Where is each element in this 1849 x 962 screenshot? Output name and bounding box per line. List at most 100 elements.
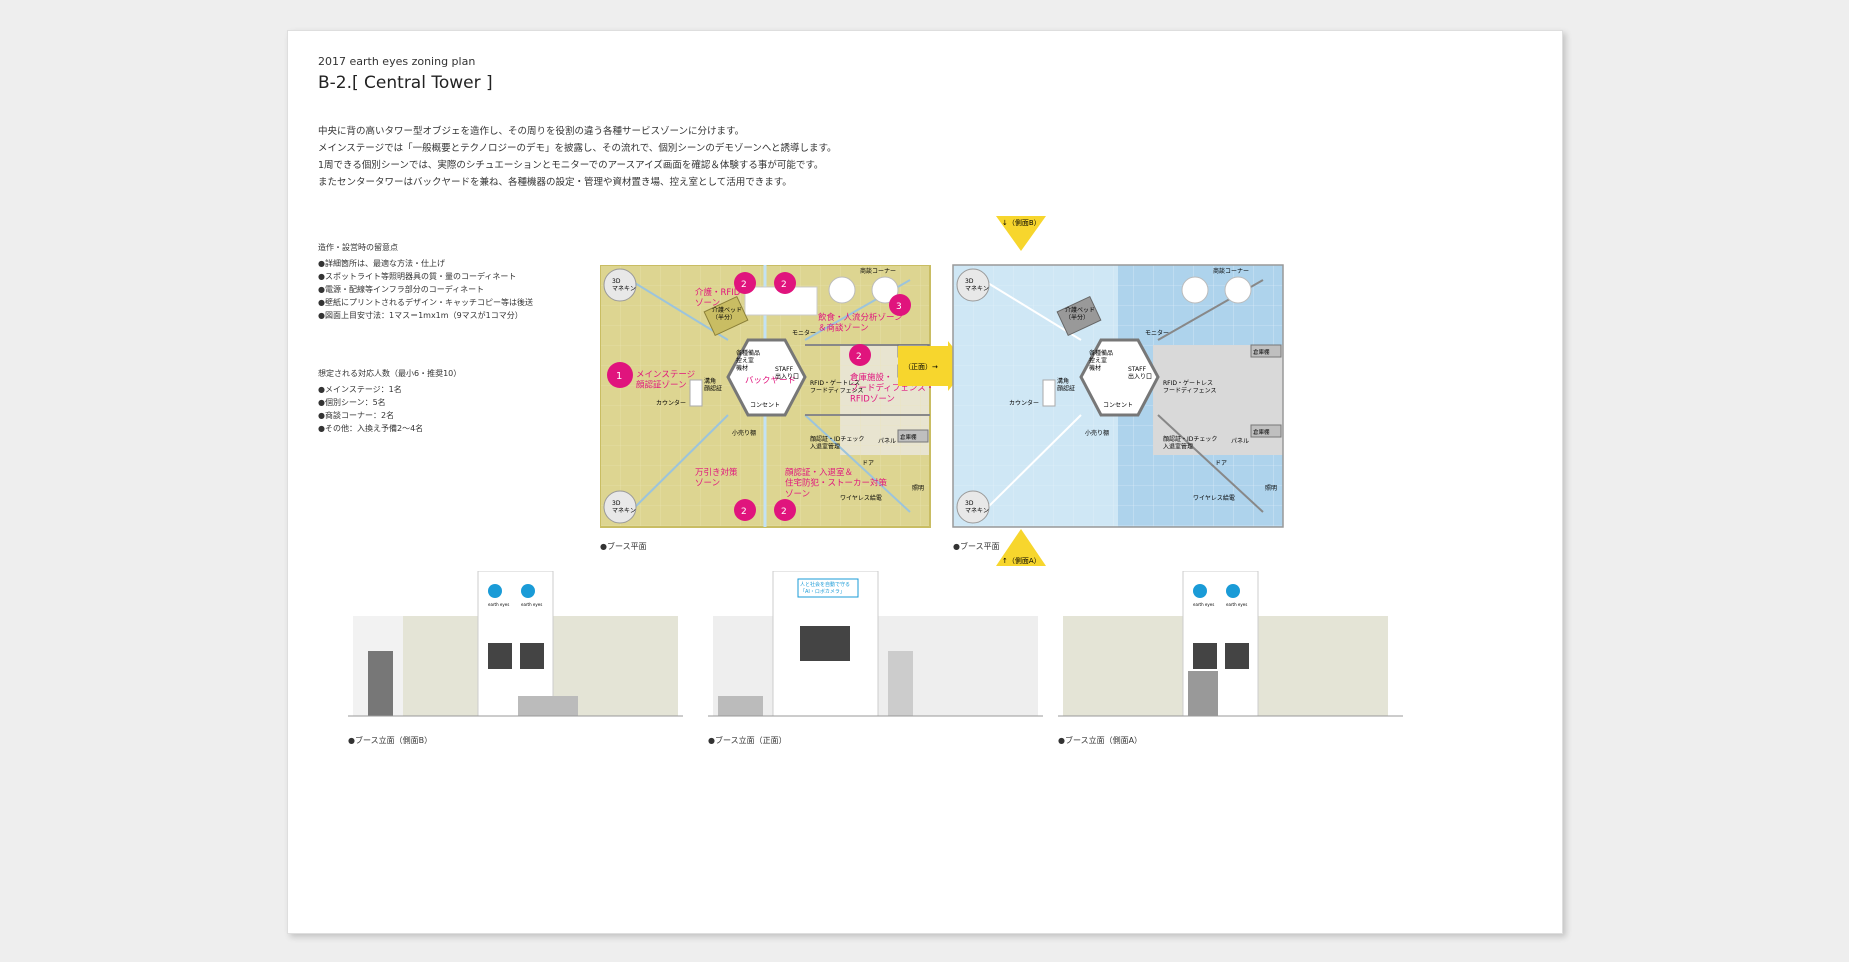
svg-text:earth eyes: earth eyes xyxy=(1193,602,1214,607)
capacity-heading: 想定される対応人数（最小6・推奨10） xyxy=(318,369,462,378)
svg-text:ワイヤレス給電: ワイヤレス給電 xyxy=(1193,494,1235,502)
svg-text:2: 2 xyxy=(781,507,787,517)
notes-item: ●壁紙にプリントされるデザイン・キャッチコピー等は後送 xyxy=(318,298,533,307)
svg-text:3: 3 xyxy=(896,302,902,312)
svg-text:RFID・ゲートレスフードディフェンス: RFID・ゲートレスフードディフェンス xyxy=(810,379,863,395)
capacity-item: ●その他：入換え予備2〜4名 xyxy=(318,424,424,433)
svg-text:↓（側面B）: ↓（側面B） xyxy=(1002,218,1041,227)
svg-text:介護ベッド（半分）: 介護ベッド（半分） xyxy=(1065,306,1095,322)
svg-text:ワイヤレス給電: ワイヤレス給電 xyxy=(840,494,882,502)
page: 2017 earth eyes zoning plan B-2.[ Centra… xyxy=(287,30,1563,934)
svg-text:2: 2 xyxy=(856,352,862,362)
svg-text:コンセント: コンセント xyxy=(750,402,780,409)
svg-text:各種備品控え室機材: 各種備品控え室機材 xyxy=(736,349,760,372)
zone-label-warehouse: 倉庫施設・フードディフェンス・RFIDゾーン xyxy=(850,372,934,404)
notes-item: ●図面上目安寸法：1マス＝1mx1m（9マスが1コマ分） xyxy=(318,311,523,320)
bed-icon xyxy=(703,295,749,337)
svg-text:RFID・ゲートレスフードディフェンス: RFID・ゲートレスフードディフェンス xyxy=(1163,379,1216,395)
plan-right-caption: ●ブース平面 xyxy=(953,542,1000,551)
zone-badge xyxy=(607,362,633,388)
front-sign-line-1: 人と社会を自動で守る xyxy=(800,581,850,588)
intro-line: 中央に背の高いタワー型オブジェを造作し、その周りを役割の違う各種サービスゾーンに… xyxy=(318,126,745,137)
capacity-notes: 想定される対応人数（最小6・推奨10） ●メインステージ：1名 ●個別シーン：5… xyxy=(318,367,461,435)
svg-text:2: 2 xyxy=(741,280,747,290)
svg-text:カウンター: カウンター xyxy=(1009,399,1039,407)
svg-text:2: 2 xyxy=(781,280,787,290)
zone-label-shoplift: 万引き対策ゾーン xyxy=(695,467,738,489)
svg-text:商談コーナー: 商談コーナー xyxy=(1213,267,1249,275)
central-tower xyxy=(726,338,807,417)
elevation-front: 人と社会を自動で守る 「AI・ロボカメラ」 xyxy=(708,571,1043,717)
svg-text:パネル: パネル xyxy=(1231,438,1249,445)
mannequin-icon xyxy=(603,490,637,524)
svg-text:カウンター: カウンター xyxy=(656,399,686,407)
table-icon xyxy=(871,276,899,304)
front-sign-line-2: 「AI・ロボカメラ」 xyxy=(800,588,845,595)
svg-text:顔認証・IDチェック入退室管理: 顔認証・IDチェック入退室管理 xyxy=(1163,435,1217,451)
page-title: B-2.[ Central Tower ] xyxy=(318,73,493,93)
notes-item: ●詳細箇所は、最適な方法・仕上げ xyxy=(318,259,445,268)
arrow-side-a xyxy=(996,529,1046,566)
capacity-item: ●商談コーナー：2名 xyxy=(318,411,395,420)
svg-text:モニター: モニター xyxy=(1145,329,1169,337)
brand-logo-icon xyxy=(521,584,535,598)
svg-text:倉庫棚: 倉庫棚 xyxy=(1253,348,1270,356)
svg-text:小売り棚: 小売り棚 xyxy=(732,429,756,437)
svg-text:↑（側面A）: ↑（側面A） xyxy=(1002,556,1041,565)
svg-text:ドア: ドア xyxy=(862,460,874,467)
svg-text:パネル: パネル xyxy=(878,438,896,445)
intro-line: またセンタータワーはバックヤードを兼ね、各種機器の設定・管理や資材置き場、控え室… xyxy=(318,177,792,188)
svg-text:顔認証・IDチェック入退室管理: 顔認証・IDチェック入退室管理 xyxy=(810,435,864,451)
svg-text:earth eyes: earth eyes xyxy=(521,602,542,607)
mannequin-icon xyxy=(603,268,637,302)
construction-notes: 造作・設営時の留意点 ●詳細箇所は、最適な方法・仕上げ ●スポットライト等照明器… xyxy=(318,241,533,322)
plan-left-caption: ●ブース平面 xyxy=(600,542,647,551)
svg-text:コンセント: コンセント xyxy=(1103,402,1133,409)
svg-text:照明: 照明 xyxy=(912,485,924,492)
notes-heading: 造作・設営時の留意点 xyxy=(318,243,398,252)
plan-subtitle: 2017 earth eyes zoning plan xyxy=(318,55,476,68)
zone-label-backyard: バックヤード xyxy=(745,376,796,386)
counter-icon xyxy=(689,379,703,407)
capacity-item: ●個別シーン：5名 xyxy=(318,398,386,407)
brand-logo-icon xyxy=(488,584,502,598)
svg-text:倉庫棚: 倉庫棚 xyxy=(1253,428,1270,436)
intro-text: 中央に背の高いタワー型オブジェを造作し、その周りを役割の違う各種サービスゾーンに… xyxy=(318,123,837,191)
svg-text:各種備品控え室機材: 各種備品控え室機材 xyxy=(1089,349,1113,372)
svg-text:（正面）→: （正面）→ xyxy=(904,363,938,371)
intro-line: メインステージでは「一般概要とテクノロジーのデモ」を披露し、その流れで、個別シー… xyxy=(318,143,837,154)
elevation-left-caption: ●ブース立面（側面B） xyxy=(348,736,433,745)
elevation-side-b: earth eyes earth eyes xyxy=(348,571,683,717)
notes-item: ●電源・配線等インフラ部分のコーディネート xyxy=(318,285,485,294)
elevation-right-caption: ●ブース立面（側面A） xyxy=(1058,736,1143,745)
svg-text:earth eyes: earth eyes xyxy=(488,602,509,607)
zone-label-face: 顔認証・入退室＆住宅防犯・ストーカー対策ゾーン xyxy=(785,467,888,499)
arrow-side-b xyxy=(996,216,1046,251)
svg-text:商談コーナー: 商談コーナー xyxy=(860,267,896,275)
svg-text:earth eyes: earth eyes xyxy=(1226,602,1247,607)
capacity-item: ●メインステージ：1名 xyxy=(318,385,402,394)
svg-text:小売り棚: 小売り棚 xyxy=(1085,429,1109,437)
elevation-side-a: earth eyes earth eyes xyxy=(1058,571,1403,717)
svg-text:介護ベッド（半分）: 介護ベッド（半分） xyxy=(712,306,742,322)
elevation-mid-caption: ●ブース立面（正面） xyxy=(708,736,787,745)
intro-line: 1周できる個別シーンでは、実際のシチュエーションとモニターでのアースアイズ画面を… xyxy=(318,160,824,171)
svg-text:溝角顔認証: 溝角顔認証 xyxy=(1057,377,1075,393)
svg-text:ドア: ドア xyxy=(1215,460,1227,467)
svg-text:倉庫棚: 倉庫棚 xyxy=(900,433,917,441)
svg-text:照明: 照明 xyxy=(1265,485,1277,492)
notes-item: ●スポットライト等照明器具の質・量のコーディネート xyxy=(318,272,517,281)
badge-label: 1 xyxy=(616,371,622,382)
zone-label-main: メインステージ顔認証ゾーン xyxy=(636,370,695,391)
table-icon xyxy=(828,276,856,304)
zone-label-dining: 飲食・人流分析ゾーン＆商談ゾーン xyxy=(818,312,903,334)
svg-text:2: 2 xyxy=(741,507,747,517)
